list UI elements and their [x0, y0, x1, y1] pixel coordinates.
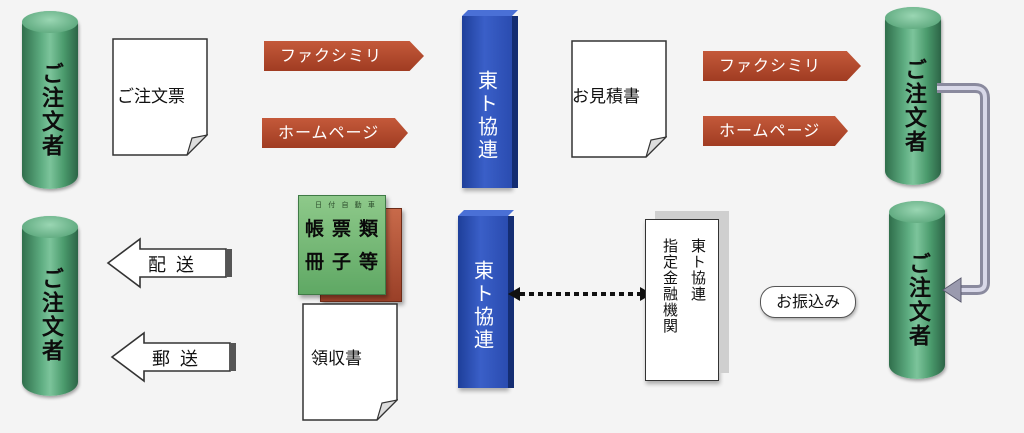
orderer-label: ご注文者	[38, 267, 63, 363]
association-box-bottom: 東ト協連	[458, 216, 508, 388]
orderer-cylinder-top-right: ご注文者	[885, 7, 941, 185]
book-word-line2: 冊子等	[305, 251, 387, 273]
book-green	[298, 195, 386, 295]
financial-institution-box: 東ト協連 指定金融機関	[645, 219, 719, 381]
book-cover-text: 日 付 自 動 車	[315, 201, 377, 209]
financial-col1: 東ト協連	[689, 238, 707, 302]
financial-col2: 指定金融機関	[661, 238, 679, 334]
orderer-label: ご注文者	[38, 62, 63, 158]
fax-arrow-left: ファクシミリ	[264, 41, 424, 71]
homepage-arrow-right: ホームページ	[703, 116, 848, 146]
estimate-document	[571, 40, 667, 158]
association-label: 東ト協連	[470, 260, 495, 352]
order-form-document	[112, 38, 208, 156]
delivery-label: 配送	[148, 255, 204, 276]
orderer-cylinder-top-left: ご注文者	[22, 11, 78, 189]
connector-pipe	[937, 83, 990, 303]
dotted-link-arrow	[508, 287, 652, 301]
order-form-label: ご注文票	[117, 87, 185, 107]
orderer-label: ご注文者	[905, 252, 930, 348]
homepage-arrow-left: ホームページ	[262, 118, 408, 148]
estimate-label: お見積書	[572, 87, 640, 107]
association-label: 東ト協連	[474, 70, 499, 162]
orderer-label: ご注文者	[901, 58, 926, 154]
receipt-label: 領収書	[311, 349, 362, 369]
payment-label: お振込み	[760, 286, 856, 318]
delivery-arrow	[106, 237, 232, 289]
fax-arrow-right: ファクシミリ	[703, 51, 861, 81]
book-word-line1: 帳票類	[305, 218, 387, 240]
orderer-cylinder-bottom-right: ご注文者	[889, 201, 945, 379]
orderer-cylinder-bottom-left: ご注文者	[22, 216, 78, 396]
postal-arrow	[110, 331, 236, 383]
association-box-top: 東ト協連	[462, 16, 512, 188]
postal-label: 郵送	[152, 349, 208, 370]
receipt-document	[302, 303, 398, 421]
